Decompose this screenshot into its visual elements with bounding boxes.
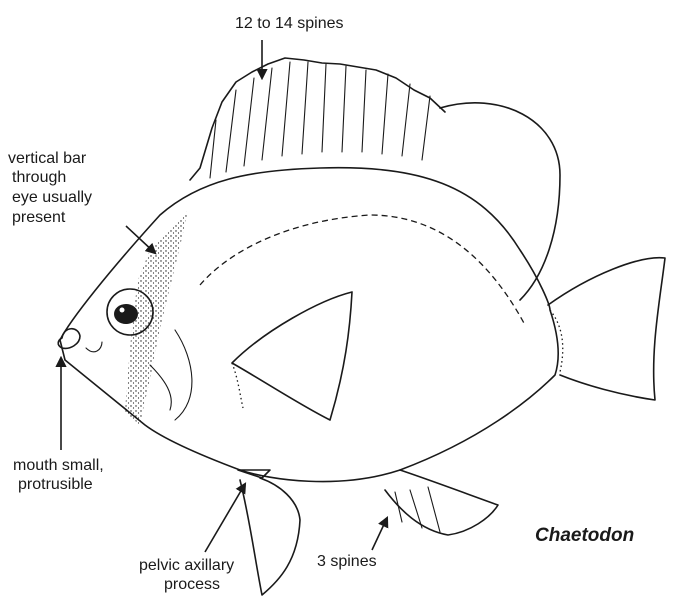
label-pelvic-1: pelvic axillary — [139, 557, 234, 574]
pelvic-fin — [240, 478, 300, 595]
label-anal-spines: 3 spines — [317, 553, 377, 570]
lateral-line — [200, 215, 525, 325]
arrow-anal-spines — [372, 518, 387, 550]
pectoral-fin — [232, 292, 352, 420]
mouth — [58, 329, 102, 352]
label-mouth-2: protrusible — [18, 476, 93, 493]
caudal-peduncle-line — [550, 310, 563, 372]
label-dorsal-spines: 12 to 14 spines — [235, 15, 344, 32]
preoperculum-line — [150, 365, 171, 410]
label-eye-bar-1: vertical bar — [8, 150, 87, 167]
dorsal-spiny-fin — [190, 58, 445, 180]
label-genus: Chaetodon — [535, 525, 634, 546]
anal-fin — [385, 470, 498, 535]
operculum-line — [175, 330, 192, 420]
soft-dorsal-fin — [440, 103, 560, 300]
label-mouth-1: mouth small, — [13, 457, 104, 474]
label-eye-bar-3: eye usually — [12, 189, 92, 206]
label-pelvic-2: process — [164, 576, 220, 593]
label-eye-bar-4: present — [12, 209, 66, 226]
pectoral-fin-base — [232, 363, 243, 408]
label-eye-bar-2: through — [12, 169, 66, 186]
caudal-fin — [548, 258, 665, 400]
arrow-pelvic-process — [205, 484, 245, 552]
